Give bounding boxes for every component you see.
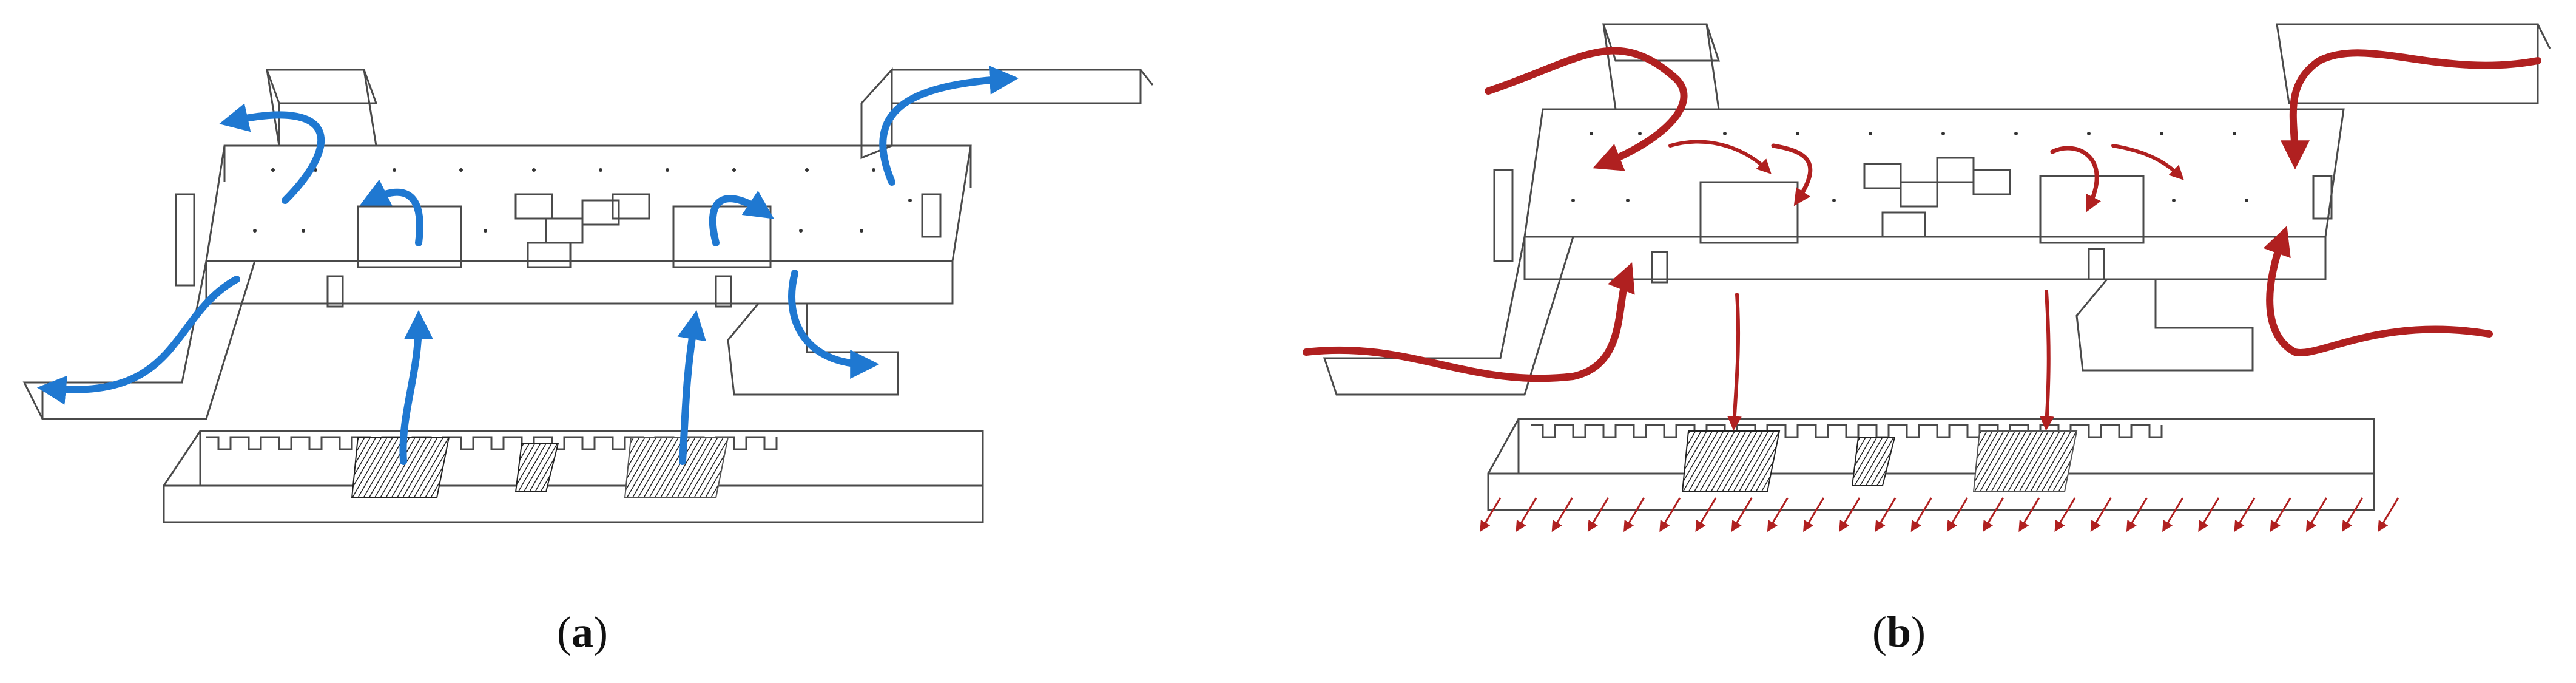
small-arrow (2090, 497, 2112, 532)
small-arrow (2378, 497, 2399, 532)
small-arrow (1731, 497, 1753, 532)
arrow-down-left (1727, 293, 1742, 431)
small-arrow (1659, 497, 1681, 532)
station-outline-b (1323, 23, 2551, 511)
small-arrow (2198, 497, 2220, 532)
arrow-stair-left-b (1771, 143, 1813, 206)
platform-door-arrows-b (1480, 497, 2399, 532)
arrow-rise-left (399, 310, 433, 465)
arrow-mid-left (1668, 140, 1772, 174)
small-arrow (2305, 497, 2327, 532)
small-arrow (1910, 497, 1932, 532)
arrow-exit-upper-right (879, 65, 1019, 186)
small-arrow (1587, 497, 1609, 532)
escalator-grates-b (1681, 430, 2078, 492)
airflow-arrows-a (36, 65, 1019, 465)
panel-b-svg (1303, 23, 2551, 532)
airflow-arrows-b (1303, 47, 2541, 431)
arrow-exit-lower-right (788, 270, 880, 379)
panel-b-diagram (1288, 0, 2576, 683)
arrow-exit-upper-left (219, 103, 325, 204)
escalator-grates-a (351, 437, 729, 498)
small-arrow (2234, 497, 2256, 532)
small-arrow (2162, 497, 2184, 532)
small-arrow (1516, 497, 1537, 532)
arrow-stair-right (709, 191, 774, 246)
small-arrow (1839, 497, 1861, 532)
small-arrow (1983, 497, 2004, 532)
ventilation-dots-a (253, 168, 912, 233)
small-arrow (2342, 497, 2364, 532)
arrow-enter-lower-right (2263, 225, 2493, 356)
caption-a: (a) (557, 608, 608, 656)
station-outline-a (22, 67, 1154, 523)
caption-a-letter: a (572, 608, 593, 656)
small-arrow (1946, 497, 1968, 532)
small-arrow (2018, 497, 2040, 532)
arrow-down-right (2039, 290, 2054, 431)
arrow-mid-right (2111, 144, 2184, 180)
arrow-enter-lower-left (1303, 262, 1635, 382)
small-arrow (1480, 497, 1502, 532)
small-arrow (1803, 497, 1825, 532)
arrow-exit-lower-left (36, 276, 240, 405)
arrow-enter-upper-left (1485, 47, 1688, 171)
arrow-stair-right-b (2050, 146, 2102, 213)
small-arrow (1767, 497, 1789, 532)
small-arrow (1623, 497, 1645, 532)
small-arrow (2270, 497, 2291, 532)
caption-b: (b) (1872, 608, 1926, 656)
small-arrow (1695, 497, 1717, 532)
small-arrow (2126, 497, 2148, 532)
caption-b-letter: b (1886, 608, 1912, 656)
small-arrow (2054, 497, 2076, 532)
panel-a-diagram (22, 65, 1154, 523)
arrow-enter-upper-right (2280, 49, 2541, 170)
arrow-stair-left (359, 179, 423, 246)
small-arrow (1875, 497, 1897, 532)
panel-a-svg (22, 65, 1154, 523)
arrow-rise-right (677, 310, 706, 465)
ventilation-dots-b (1571, 132, 2248, 202)
small-arrow (1551, 497, 1573, 532)
